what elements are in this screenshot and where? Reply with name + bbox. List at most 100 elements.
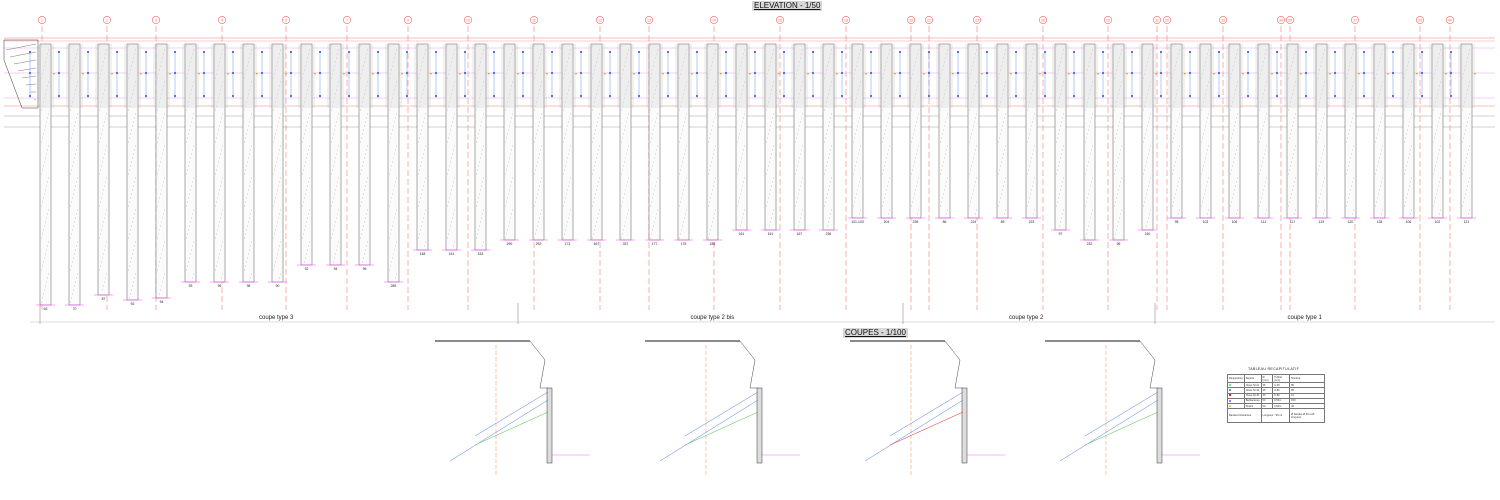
pile-aggregate (162, 153, 163, 155)
pile-aggregate (596, 125, 597, 127)
drain-marker (894, 73, 896, 75)
pile-aggregate (418, 45, 419, 47)
pile-number: 467 (594, 242, 600, 246)
pile-aggregate (537, 129, 538, 131)
pile-aggregate (419, 73, 420, 75)
pile-aggregate (1259, 141, 1260, 143)
pile-number: 235 (913, 220, 919, 224)
coupe-type-label: coupe type 3 (259, 315, 294, 321)
pile-aggregate (1118, 157, 1119, 159)
pile-aggregate (1063, 113, 1064, 115)
pile-aggregate (853, 45, 854, 47)
pile-aggregate (596, 93, 597, 95)
pile-aggregate (1033, 117, 1034, 119)
pile-aggregate (135, 177, 136, 179)
pile-aggregate (1288, 77, 1289, 79)
pile-aggregate (708, 45, 709, 47)
pile-aggregate (478, 101, 479, 103)
pile-aggregate (1115, 233, 1116, 235)
pile-aggregate (886, 189, 887, 191)
nail-head (609, 95, 611, 97)
pile-aggregate (744, 113, 745, 115)
coupe-type-label: coupe type 2 bis (690, 315, 735, 321)
pile-aggregate (333, 101, 334, 103)
pile-aggregate (1264, 57, 1265, 59)
pile-aggregate (134, 213, 135, 215)
nail-head (1044, 95, 1046, 97)
nail-head (1276, 72, 1278, 74)
pile-aggregate (101, 101, 102, 103)
pile-aggregate (796, 201, 797, 203)
pile-aggregate (106, 49, 107, 51)
pile-aggregate (1407, 161, 1408, 163)
pile-aggregate (859, 53, 860, 55)
pile-aggregate (394, 121, 395, 123)
drain-marker (1010, 73, 1012, 75)
pile-aggregate (45, 93, 46, 95)
nail-head (899, 51, 901, 53)
pile-aggregate (1265, 53, 1266, 55)
pile-aggregate (275, 165, 276, 167)
nail-head (203, 95, 205, 97)
axis-bubble (1153, 16, 1161, 24)
pile-aggregate (306, 157, 307, 159)
pile-aggregate (105, 245, 106, 247)
pile-aggregate (683, 61, 684, 63)
pile-aggregate (42, 169, 43, 171)
pile-aggregate (1061, 153, 1062, 155)
pile-aggregate (1468, 117, 1469, 119)
pile-aggregate (251, 209, 252, 211)
pile-aggregate (217, 101, 218, 103)
pile-aggregate (715, 81, 716, 83)
pile-aggregate (73, 161, 74, 163)
pile-aggregate (1201, 45, 1202, 47)
pile-aggregate (1349, 97, 1350, 99)
pile-aggregate (1056, 109, 1057, 111)
pile-aggregate (771, 121, 772, 123)
pile-aggregate (976, 177, 977, 179)
pile-aggregate (304, 69, 305, 71)
pile-aggregate (1295, 49, 1296, 51)
pile-aggregate (303, 201, 304, 203)
pile-aggregate (714, 117, 715, 119)
pile-aggregate (192, 181, 193, 183)
drain-marker (749, 73, 751, 75)
axis-bubble (645, 16, 653, 24)
pile-aggregate (100, 73, 101, 75)
pile-aggregate (424, 213, 425, 215)
pile-aggregate (193, 81, 194, 83)
pile-aggregate (73, 129, 74, 131)
pile-aggregate (1378, 161, 1379, 163)
pile-aggregate (389, 269, 390, 271)
pile-aggregate (653, 193, 654, 195)
pile-aggregate (250, 245, 251, 247)
pile-aggregate (246, 229, 247, 231)
pile-aggregate (940, 45, 941, 47)
pile-number: 161 (739, 232, 745, 236)
pile-aggregate (187, 169, 188, 171)
pile-aggregate (768, 69, 769, 71)
pile-aggregate (220, 121, 221, 123)
pile-aggregate (76, 245, 77, 247)
nail-head (638, 51, 640, 53)
pile-aggregate (1208, 209, 1209, 211)
pile-aggregate (1004, 149, 1005, 151)
pile-aggregate (1056, 141, 1057, 143)
pile-aggregate (912, 105, 913, 107)
pile-aggregate (1232, 133, 1233, 135)
pile-aggregate (621, 45, 622, 47)
pile-aggregate (506, 137, 507, 139)
pile-aggregate (1237, 145, 1238, 147)
pile-aggregate (1034, 177, 1035, 179)
pile-aggregate (1085, 237, 1086, 239)
pile-aggregate (943, 97, 944, 99)
pile-aggregate (509, 93, 510, 95)
pile-aggregate (360, 77, 361, 79)
pile-aggregate (275, 69, 276, 71)
pile-aggregate (1465, 97, 1466, 99)
pile-aggregate (192, 85, 193, 87)
pile-aggregate (1408, 189, 1409, 191)
pile-aggregate (1060, 61, 1061, 63)
pile-aggregate (1202, 73, 1203, 75)
